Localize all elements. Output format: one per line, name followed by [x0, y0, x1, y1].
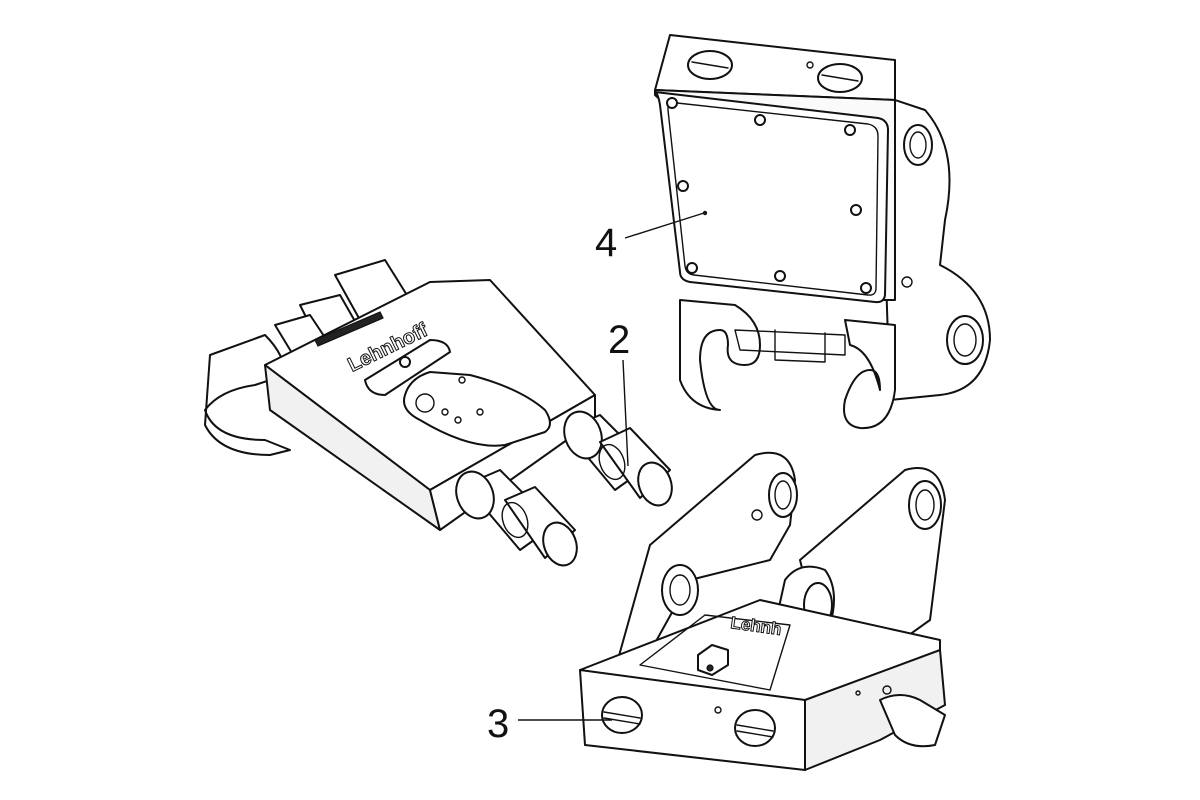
callout-label-2: 2 — [608, 318, 630, 362]
pin-upper — [563, 410, 673, 507]
callout-3: 3 — [487, 702, 612, 746]
callout-label-4: 4 — [595, 221, 617, 265]
part-2-pin-carrier: Lehnhoff — [204, 259, 673, 567]
part-3-frame: Lehnh — [579, 451, 946, 771]
pin-lower — [455, 469, 578, 567]
callout-4: 4 — [595, 212, 705, 265]
callout-label-3: 3 — [487, 702, 509, 746]
callout-2: 2 — [608, 318, 630, 467]
part-4-adapter-plate — [654, 34, 991, 430]
